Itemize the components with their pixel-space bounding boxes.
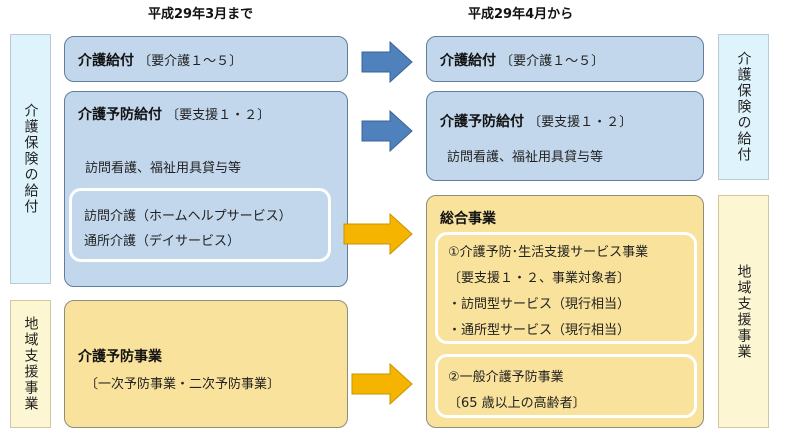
header-after: 平成29年4月から [468,7,574,22]
right-yobou-kyufu-box: 介護予防給付 〔要支援１・２〕 訪問看護、福祉用具貸与等 [426,91,704,181]
right-kaigo-kyufu-sub: 〔要介護１～５〕 [500,54,605,69]
right-sougou-inner1-line3: ・訪問型サービス（現行相当） [448,297,631,312]
right-yobou-kyufu-line1: 訪問看護、福祉用具貸与等 [447,150,604,165]
right-chiiki-shien-label: 地域支援事業 [718,195,769,428]
right-sougou-inner1-line2: 〔要支援１・２、事業対象者〕 [448,271,631,286]
yellow-arrow-icon [351,362,413,406]
left-yobou-kyufu-box: 介護予防給付 〔要支援１・２〕 訪問看護、福祉用具貸与等 訪問介護（ホームヘルプ… [64,91,348,287]
left-yobou-kyufu-title: 介護予防給付 [78,107,162,123]
left-yobou-kyufu-inner-box: 訪問介護（ホームヘルプサービス） 通所介護（デイサービス） [69,188,331,262]
left-chiiki-shien-label: 地域支援事業 [10,300,51,428]
right-sougou-inner1-line4: ・通所型サービス（現行相当） [448,323,631,338]
left-kaigo-hoken-label: 介護保険の給付 [10,34,51,284]
right-sougou-inner1-line1: ①介護予防･生活支援サービス事業 [448,245,649,260]
right-kaigo-kyufu-box: 介護給付 〔要介護１～５〕 [426,36,704,82]
right-yobou-kyufu-title: 介護予防給付 [440,114,524,130]
right-sougou-inner2-box: ②一般介護予防事業 〔65 歳以上の高齢者〕 [435,354,697,418]
left-yobou-kyufu-sub: 〔要支援１・２〕 [166,108,271,123]
right-sougou-jigyou-box: 総合事業 ①介護予防･生活支援サービス事業 〔要支援１・２、事業対象者〕 ・訪問… [426,195,704,428]
left-yobou-jigyou-box: 介護予防事業 〔一次予防事業・二次予防事業〕 [64,300,348,428]
left-yobou-jigyou-sub: 〔一次予防事業・二次予防事業〕 [85,377,281,392]
left-yobou-jigyou-title: 介護予防事業 [78,349,162,365]
right-sougou-inner2-line1: ②一般介護予防事業 [448,370,564,385]
header-before: 平成29年3月まで [148,7,254,22]
left-yobou-kyufu-inner-line1: 訪問介護（ホームヘルプサービス） [84,209,292,224]
left-kaigo-kyufu-title: 介護給付 [78,53,134,69]
left-yobou-kyufu-line1: 訪問看護、福祉用具貸与等 [85,161,242,176]
right-sougou-jigyou-title: 総合事業 [440,211,496,227]
right-sougou-inner2-line2: 〔65 歳以上の高齢者〕 [448,396,586,411]
blue-arrow-icon [361,40,413,84]
yellow-arrow-icon [343,212,413,256]
blue-arrow-icon [361,109,413,153]
right-yobou-kyufu-sub: 〔要支援１・２〕 [528,115,633,130]
right-sougou-inner1-box: ①介護予防･生活支援サービス事業 〔要支援１・２、事業対象者〕 ・訪問型サービス… [435,232,697,344]
right-kaigo-kyufu-title: 介護給付 [440,53,496,69]
left-yobou-kyufu-inner-line2: 通所介護（デイサービス） [84,234,241,249]
right-kaigo-hoken-label: 介護保険の給付 [718,34,769,180]
left-kaigo-kyufu-sub: 〔要介護１～５〕 [138,54,243,69]
left-kaigo-kyufu-box: 介護給付 〔要介護１～５〕 [64,36,348,82]
